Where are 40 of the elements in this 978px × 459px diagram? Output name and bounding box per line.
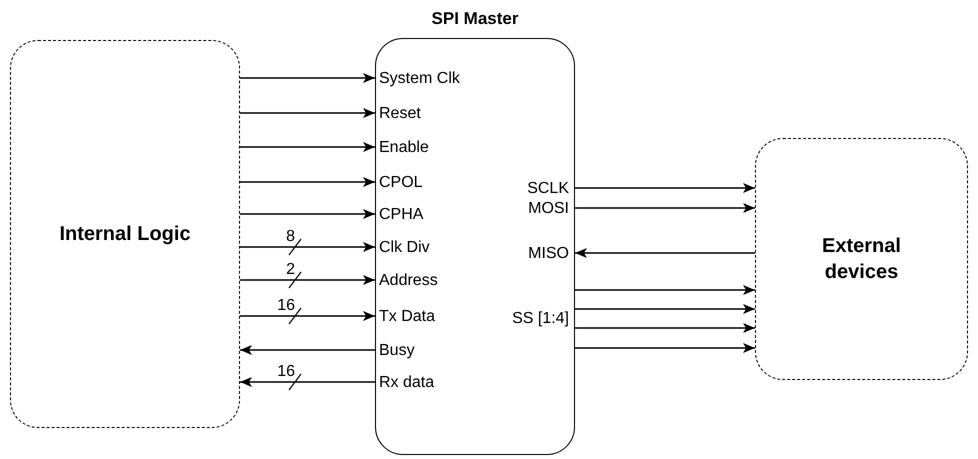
pin-label: SCLK: [527, 179, 574, 199]
edge-label: 8: [285, 229, 296, 245]
block-label: External devices: [821, 234, 902, 285]
pin-label: SS [1:4]: [512, 309, 574, 329]
pin-label: Busy: [376, 341, 415, 361]
pin-label: Enable: [376, 138, 429, 158]
pin-label: MISO: [528, 244, 574, 264]
pin-label: MOSI: [528, 199, 574, 219]
arrow: [575, 183, 755, 193]
arrow: [575, 343, 755, 353]
edge-label: 16: [276, 364, 296, 380]
pin-label: CPHA: [376, 205, 424, 225]
arrow: [240, 142, 375, 152]
block-label: Internal Logic: [59, 222, 191, 247]
edge-label: 2: [285, 262, 296, 278]
arrow: [240, 311, 375, 321]
edge-label: 16: [276, 298, 296, 314]
pin-label: System Clk: [376, 69, 460, 89]
arrow: [240, 209, 375, 219]
pin-label: CPOL: [376, 173, 423, 193]
pin-label: Rx data: [376, 373, 434, 393]
pin-label: Clk Div: [376, 238, 430, 258]
arrow: [240, 275, 375, 285]
arrow: [575, 285, 755, 295]
arrow: [240, 177, 375, 187]
arrow: [240, 345, 375, 355]
arrow: [575, 304, 755, 314]
arrow: [240, 73, 375, 83]
arrow: [575, 323, 755, 333]
pin-label: Tx Data: [376, 307, 436, 327]
pin-label: Reset: [376, 104, 421, 124]
arrow: [240, 377, 375, 387]
arrow: [575, 248, 755, 258]
arrow: [240, 242, 375, 252]
pin-label: Address: [376, 271, 438, 291]
block-title: SPI Master: [430, 8, 520, 30]
arrow: [240, 108, 375, 118]
arrow: [575, 203, 755, 213]
dashed-block-box: [755, 138, 968, 380]
dashed-block-box: [10, 40, 240, 428]
